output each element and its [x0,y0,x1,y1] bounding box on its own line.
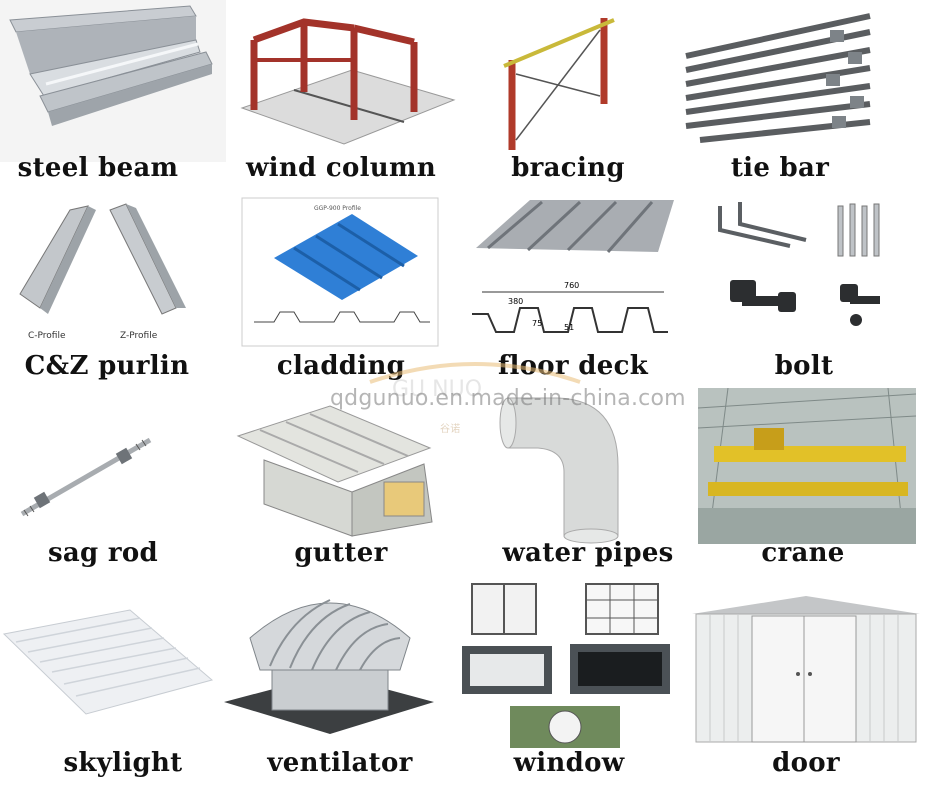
item-ventilator: ventilator [220,578,460,800]
logo-text: GU NUO [392,377,482,400]
item-label: C&Z purlin [24,351,190,381]
item-label: water pipes [502,538,674,568]
item-label: skylight [63,748,183,778]
item-skylight: skylight [0,598,234,800]
floor-deck-icon: 760 380 75 51 [472,200,674,333]
cladding-caption: GGP-900 Profile [314,205,361,212]
item-label: bolt [774,351,834,381]
dim-380: 380 [508,297,523,306]
watermark-text: qdgunuo.en.made-in-china.com [330,386,686,411]
z-profile-caption: Z-Profile [120,331,158,341]
c-profile-caption: C-Profile [28,331,66,341]
item-bolt: bolt [680,196,936,396]
item-window: window [458,578,680,800]
item-label: bracing [511,153,625,183]
crane-icon [698,388,916,544]
item-cladding: GGP-900 Profile cladding [234,196,468,396]
item-bracing: bracing [468,0,678,200]
item-steel-beam: steel beam [0,0,234,200]
watermark-sub-text: 谷诺 [440,424,461,435]
item-wind-column: wind column [234,0,468,200]
bolt-icon [718,202,880,326]
item-label: steel beam [17,153,179,183]
item-door: door [690,592,936,800]
item-label: door [772,748,840,778]
window-icon [462,583,670,748]
gutter-icon [236,405,433,537]
item-label: wind column [245,153,437,183]
brand-logo-watermark: GU NUO [369,362,581,400]
water-pipe-icon [499,397,619,544]
dim-75: 75 [532,319,542,328]
bracing-icon [503,18,615,150]
tie-bar-icon [685,13,871,143]
item-label: crane [761,538,845,568]
item-label: sag rod [47,538,159,568]
item-label: tie bar [730,153,830,183]
item-crane: crane [698,388,936,588]
purlin-icon: C-Profile Z-Profile [19,203,186,341]
sag-rod-icon [20,437,152,517]
skylight-icon [2,609,214,715]
door-icon [692,596,920,743]
dim-760: 760 [564,281,579,290]
item-label: ventilator [267,748,413,778]
item-sag-rod: sag rod [0,386,234,586]
item-gutter: gutter [234,386,468,586]
dim-51: 51 [564,323,574,332]
ventilator-icon [224,599,434,734]
item-label: gutter [294,538,388,568]
wind-column-icon [240,18,456,145]
steel-beam-icon [0,0,226,162]
item-water-pipes: water pipes [468,386,678,586]
item-label: window [513,748,625,778]
cladding-icon: GGP-900 Profile [241,197,439,347]
item-purlin: C-Profile Z-Profile C&Z purlin [0,196,234,396]
item-tie-bar: tie bar [680,0,890,200]
